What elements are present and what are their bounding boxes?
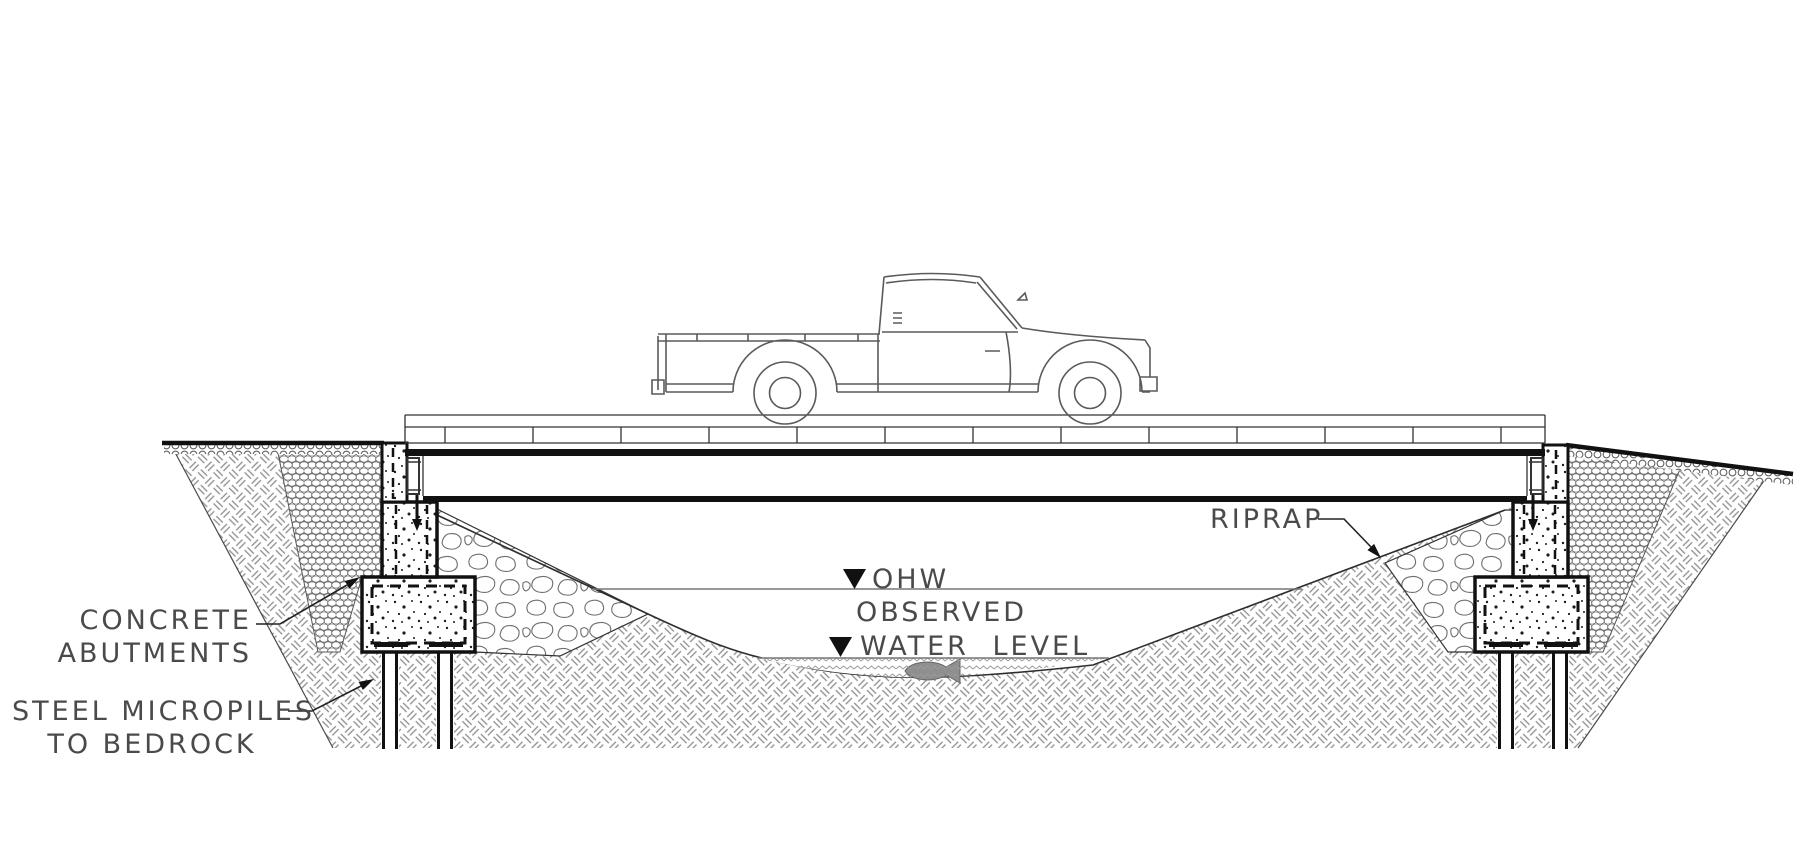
water-level-marker-icon (829, 637, 852, 657)
water-pool (757, 657, 1109, 684)
right-abutment-stem (1511, 500, 1570, 579)
concrete-abutments-leader (256, 584, 348, 625)
left-excavation-slope (169, 442, 334, 749)
steel-micropiles-line1: STEEL MICROPILES (12, 696, 315, 727)
riprap-label: RIPRAP (1210, 504, 1324, 535)
concrete-abutments-line2: ABUTMENTS (57, 638, 252, 669)
truck-wheels (753, 361, 1122, 425)
bridge-deck (404, 414, 1546, 444)
right-abutment-footing (1473, 575, 1590, 654)
steel-micropiles-leader (288, 685, 362, 712)
right-excavation-slope (1577, 471, 1771, 749)
right-bearing (1529, 457, 1544, 495)
riprap-arrowhead-icon (1367, 543, 1381, 558)
ohw-label: OHW (872, 564, 950, 595)
right-abutment (1473, 443, 1590, 654)
leader-lines (256, 518, 1381, 712)
left-bearing (406, 457, 421, 495)
concrete-abutments-arrowhead-icon (344, 577, 360, 589)
truck-body (651, 272, 1158, 395)
right-micropiles (1497, 652, 1569, 749)
ohw-marker-icon (843, 569, 866, 589)
left-abutment-footing (360, 575, 477, 654)
ground-line-left (162, 440, 384, 454)
left-micropiles (381, 652, 454, 749)
left-abutment-stem (380, 500, 439, 579)
concrete-abutments-line1: CONCRETE (79, 605, 252, 636)
channel-bottom-line (436, 509, 1506, 679)
water-level-label: WATER LEVEL (860, 631, 1091, 662)
riprap-leader (1318, 518, 1372, 548)
soil-hatch (169, 442, 1771, 749)
steel-micropiles-arrowhead-icon (358, 679, 374, 690)
ground-line-right (1565, 442, 1794, 485)
observed-label: OBSERVED (856, 597, 1028, 628)
left-abutment-backwall (380, 441, 409, 504)
steel-micropiles-line2: TO BEDROCK (47, 729, 257, 760)
left-abutment (360, 441, 477, 654)
pickup-truck (651, 272, 1158, 425)
bridge-girder (405, 449, 1545, 502)
deck-plank-joints (444, 427, 1502, 443)
